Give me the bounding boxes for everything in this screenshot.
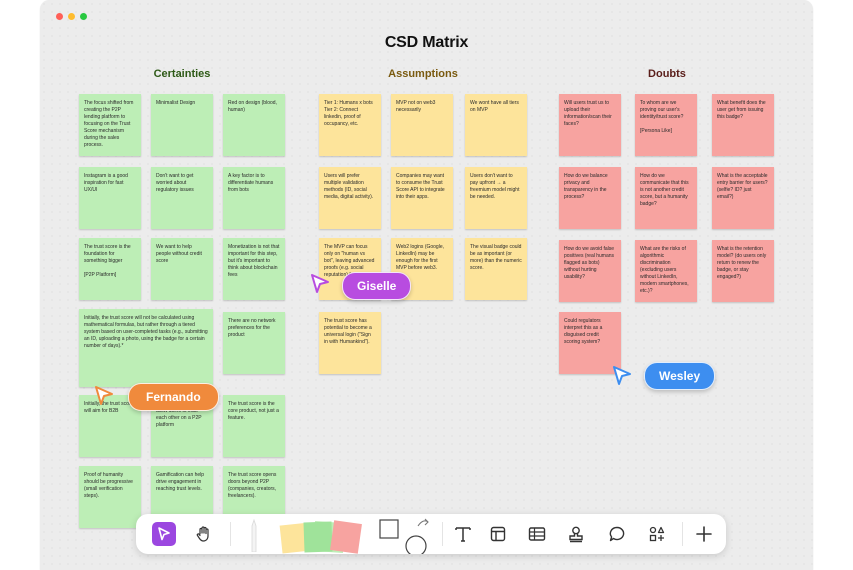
hand-icon — [196, 526, 209, 542]
table-icon — [528, 527, 546, 541]
sticky-note[interactable]: Tier 1: Humans x bots Tier 2: Connect li… — [319, 94, 381, 156]
minimize-window-button[interactable] — [68, 13, 75, 20]
pen-icon — [251, 518, 257, 552]
shapes-icon — [379, 518, 429, 554]
stamp-icon — [569, 526, 583, 543]
collaborator-label-giselle: Giselle — [342, 272, 412, 300]
sticky-note[interactable]: To whom are we proving our user's identi… — [635, 94, 697, 156]
sticky-note[interactable]: We want to help people without credit sc… — [151, 238, 213, 300]
sticky-note[interactable]: A key factor is to differentiate humans … — [223, 167, 285, 229]
sticky-note[interactable]: Red on design (blood, human) — [223, 94, 285, 156]
add-tool-button[interactable] — [692, 522, 716, 546]
sticky-note[interactable]: How do we avoid false positives (real hu… — [559, 240, 621, 302]
sticky-note[interactable]: Companies may want to consume the Trust … — [391, 167, 453, 229]
sticky-note[interactable]: The focus shifted from creating the P2P … — [79, 94, 141, 156]
cursor-arrow-icon — [311, 274, 329, 293]
sticky-note[interactable]: We wont have all tiers on MVP — [465, 94, 527, 156]
column-header-certainties: Certainties — [153, 68, 211, 80]
sticky-note[interactable]: The visual badge could be as important (… — [465, 238, 527, 300]
column-header-doubts: Doubts — [648, 68, 686, 80]
more-tools-button[interactable] — [645, 522, 669, 546]
sticky-note[interactable]: Minimalist Design — [151, 94, 213, 156]
sticky-note[interactable]: What are the risks of algorithmic discri… — [635, 240, 697, 302]
hand-tool-button[interactable] — [192, 522, 216, 546]
toolbar-divider — [682, 522, 683, 546]
pen-tool-button[interactable] — [242, 518, 266, 552]
text-icon — [455, 527, 471, 542]
sticky-note[interactable]: The trust score is the core product, not… — [223, 395, 285, 457]
sticky-note-tool-button[interactable] — [278, 516, 364, 554]
sticky-note[interactable]: Monetization is not that important for t… — [223, 238, 285, 300]
select-tool-button[interactable] — [152, 522, 176, 546]
maximize-window-button[interactable] — [80, 13, 87, 20]
sticky-note[interactable]: Users will prefer multiple validation me… — [319, 167, 381, 229]
table-tool-button[interactable] — [525, 522, 549, 546]
toolbar-divider — [230, 522, 231, 546]
plus-icon — [696, 526, 712, 542]
comment-tool-button[interactable] — [605, 522, 629, 546]
sticky-note[interactable]: What is the retention model? (do users o… — [712, 240, 774, 302]
sticky-note[interactable]: Could regulators interpret this as a dis… — [559, 312, 621, 374]
sticky-note[interactable]: The trust score has potential to become … — [319, 312, 381, 374]
sticky-note[interactable]: Will users trust us to upload their info… — [559, 94, 621, 156]
cursor-arrow-icon — [613, 366, 631, 385]
sticky-note[interactable]: What benefit does the user get from issu… — [712, 94, 774, 156]
collaborator-label-fernando: Fernando — [128, 383, 219, 411]
sticky-notes-icon — [279, 520, 362, 554]
sticky-note[interactable]: MVP not on web3 necessarily — [391, 94, 453, 156]
sticky-note[interactable]: The trust score is the foundation for so… — [79, 238, 141, 300]
sticky-note[interactable]: Users don't want to pay upfront → a free… — [465, 167, 527, 229]
sticky-note[interactable]: Don't want to get worried about regulato… — [151, 167, 213, 229]
frame-icon — [490, 526, 506, 542]
sticky-note[interactable]: There are no network preferences for the… — [223, 312, 285, 374]
close-window-button[interactable] — [56, 13, 63, 20]
toolbar-divider — [442, 522, 443, 546]
text-tool-button[interactable] — [451, 522, 475, 546]
board-title: CSD Matrix — [384, 34, 469, 51]
apps-icon — [649, 526, 665, 542]
cursor-arrow-icon — [95, 386, 113, 405]
sticky-note[interactable]: Instagram is a good inspiration for fast… — [79, 167, 141, 229]
collaborator-label-wesley: Wesley — [644, 362, 716, 390]
sticky-note[interactable]: What is the acceptable entry barrier for… — [712, 167, 774, 229]
sticky-note[interactable]: Proof of humanity should be progressive … — [79, 466, 141, 528]
sticky-note[interactable]: How do we balance privacy and transparen… — [559, 167, 621, 229]
frame-tool-button[interactable] — [486, 522, 510, 546]
bottom-toolbar — [136, 514, 726, 554]
comment-icon — [609, 526, 625, 542]
column-header-assumptions: Assumptions — [388, 68, 458, 80]
shape-tool-button[interactable] — [374, 516, 432, 554]
pointer-icon — [158, 527, 170, 541]
stamp-tool-button[interactable] — [564, 522, 588, 546]
sticky-note[interactable]: How do we communicate that this is not a… — [635, 167, 697, 229]
sticky-note[interactable]: Initially, the trust score will not be c… — [79, 309, 213, 387]
